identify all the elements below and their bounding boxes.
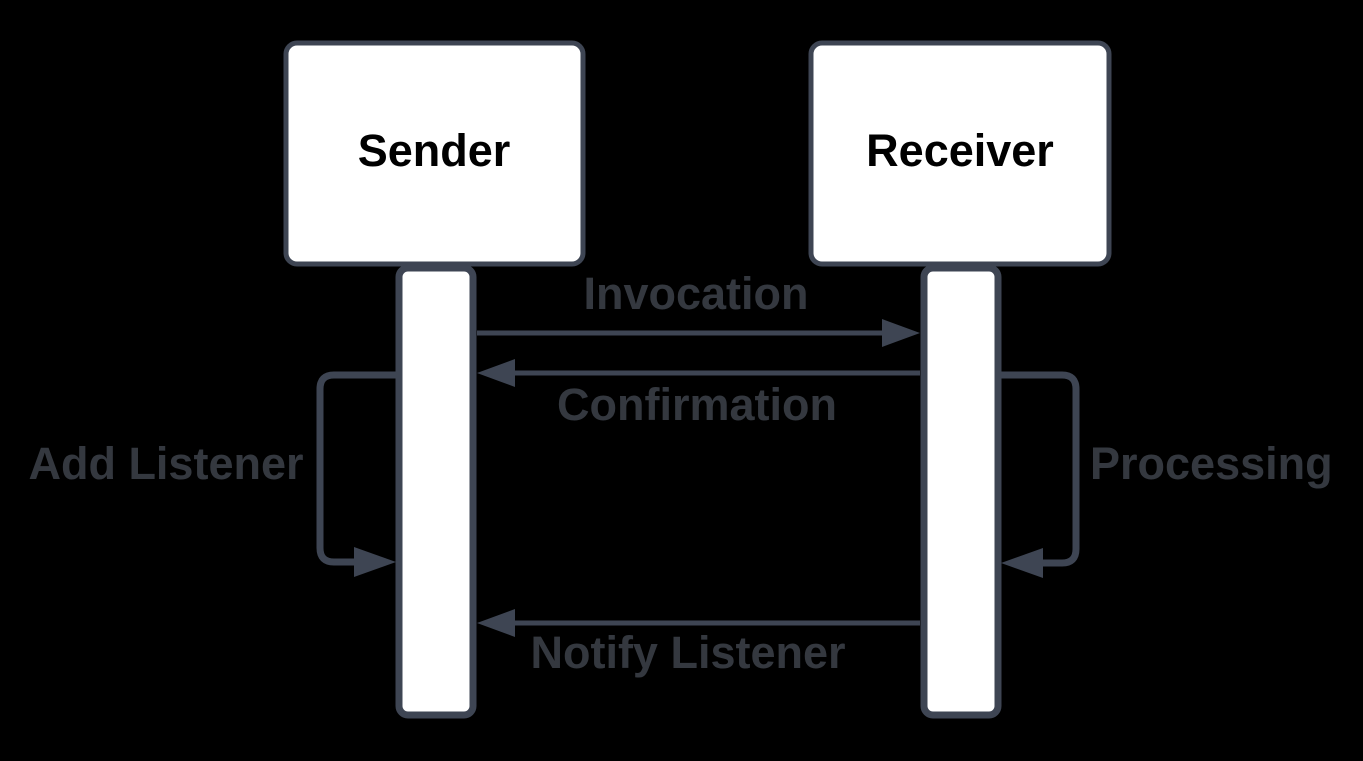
arrowhead-add-listener — [354, 547, 396, 577]
message-label-invocation: Invocation — [583, 268, 808, 319]
arrowhead-invocation — [882, 319, 920, 347]
actor-box-sender — [283, 40, 586, 267]
message-label-processing: Processing — [1090, 438, 1333, 489]
message-label-add-listener: Add Listener — [28, 438, 303, 489]
self-loop-processing — [1000, 371, 1080, 567]
actor-label-sender: Sender — [358, 125, 511, 176]
message-label-notify-listener: Notify Listener — [530, 627, 845, 678]
actor-label-receiver: Receiver — [866, 125, 1054, 176]
arrowhead-processing — [1001, 548, 1043, 578]
message-label-confirmation: Confirmation — [557, 379, 837, 430]
arrowhead-notify-listener — [477, 609, 515, 637]
arrowhead-confirmation — [477, 359, 515, 387]
self-loop-add-listener — [316, 371, 398, 566]
activation-bar-sender — [395, 264, 477, 719]
actor-box-receiver — [808, 40, 1112, 267]
activation-bar-receiver — [920, 264, 1002, 719]
